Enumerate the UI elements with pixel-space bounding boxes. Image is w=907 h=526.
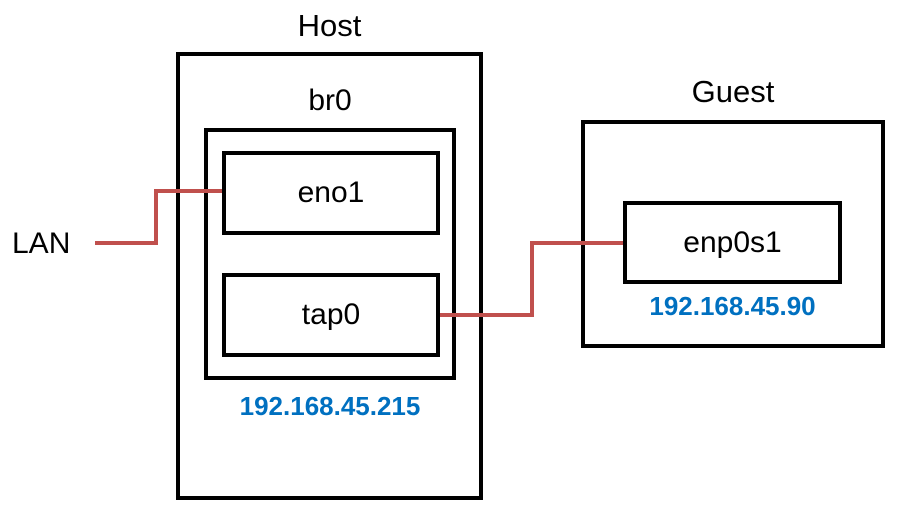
lan-connector-segment-v [154, 189, 158, 245]
enp0s1-interface-box: enp0s1 [623, 201, 842, 284]
bridge-connector-segment-h1 [440, 313, 534, 317]
br0-label: br0 [308, 84, 352, 117]
guest-label: Guest [691, 74, 775, 109]
eno1-interface-box: eno1 [222, 151, 440, 235]
tap0-interface-box: tap0 [222, 273, 440, 357]
host-ip-address: 192.168.45.215 [239, 391, 421, 421]
lan-connector-segment-h1 [95, 241, 158, 245]
lan-connector-segment-h2 [154, 189, 222, 193]
bridge-connector-segment-h2 [530, 241, 623, 245]
tap0-label: tap0 [301, 298, 361, 331]
host-label: Host [297, 8, 362, 43]
bridge-connector-segment-v [530, 241, 534, 317]
eno1-label: eno1 [297, 176, 365, 209]
lan-label: LAN [12, 227, 71, 260]
enp0s1-label: enp0s1 [683, 225, 782, 259]
guest-ip-address: 192.168.45.90 [649, 291, 816, 321]
